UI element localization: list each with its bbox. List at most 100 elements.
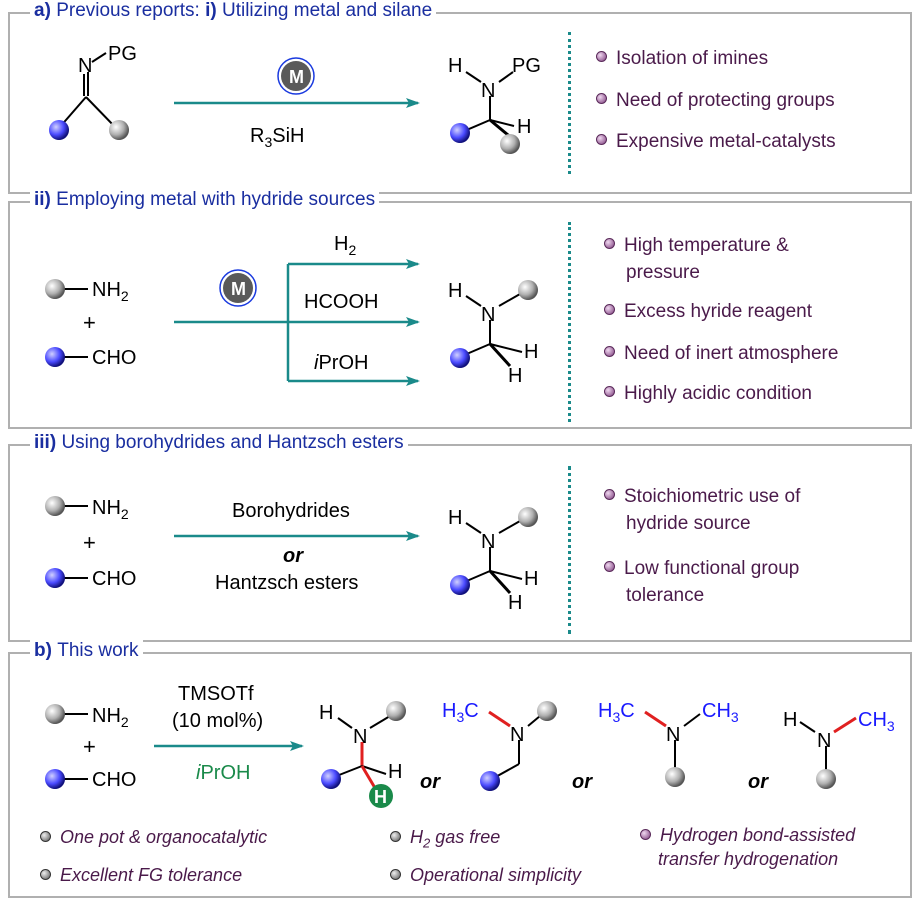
bullet-dot-icon (604, 561, 615, 573)
bullet-dot-icon (390, 830, 401, 842)
bullet-iii-2: Low functional group (604, 556, 799, 582)
svg-text:H: H (524, 341, 538, 363)
panel-iii-title: iii) Using borohydrides and Hantzsch est… (30, 432, 408, 454)
catalyst-loading: (10 mol%) (172, 710, 263, 732)
bullet-ii-3: Need of inert atmosphere (604, 341, 838, 367)
bullet-dot-icon (604, 238, 615, 250)
reagent-hantzsch: Hantzsch esters (215, 572, 358, 594)
svg-text:N: N (666, 724, 680, 746)
separator-a (568, 32, 571, 174)
bullet-iii-1: Stoichiometric use of (604, 484, 800, 510)
bullet-iii-2b: tolerance (626, 585, 705, 606)
svg-text:NH2: NH2 (92, 705, 129, 730)
panel-b-product-1: H H N H (319, 701, 406, 808)
svg-text:H: H (508, 365, 522, 387)
bullet-dot-icon (604, 304, 615, 316)
panel-a (8, 12, 912, 194)
bullet-iii-1b: hydride source (626, 513, 751, 534)
bullet-b-1: One pot & organocatalytic (40, 824, 267, 850)
svg-text:+: + (83, 734, 96, 759)
bullet-b-5: Operational simplicity (390, 862, 581, 888)
or-2: or (572, 771, 593, 793)
panel-b-reactants: NH2 + CHO (45, 704, 136, 791)
solvent-iproh: iPrOH (196, 762, 250, 784)
label-pg: PG (108, 43, 137, 65)
panel-b-product-2: H3C N (442, 700, 557, 791)
svg-text:H: H (388, 761, 402, 783)
svg-text:H: H (448, 55, 462, 77)
svg-text:N: N (817, 730, 831, 752)
svg-text:H: H (524, 568, 538, 590)
catalyst-tmsotf: TMSOTf (178, 683, 254, 705)
bullet-dot-icon (604, 346, 615, 358)
svg-text:H: H (448, 280, 462, 302)
reagent-silane: R3SiH (250, 125, 304, 150)
bullet-dot-icon (640, 828, 651, 840)
source-hcooh: HCOOH (304, 291, 378, 313)
svg-text:N: N (481, 531, 495, 553)
panel-b-title: b) This work (30, 640, 143, 662)
bullet-dot-icon (390, 868, 401, 880)
source-iproh: iPrOH (314, 352, 368, 374)
bullet-b-4: Excellent FG tolerance (40, 862, 242, 888)
svg-text:H: H (448, 507, 462, 529)
panel-iii (8, 444, 912, 642)
atom-n: N (78, 55, 92, 77)
panel-ii-product: H N H H (448, 280, 538, 387)
panel-ii (8, 201, 912, 429)
svg-text:H: H (319, 702, 333, 724)
or-3: or (748, 771, 769, 793)
svg-text:CHO: CHO (92, 347, 136, 369)
bullet-b-2: H2 gas free (390, 824, 500, 857)
bullet-ii-2: Excess hyride reagent (604, 299, 812, 325)
svg-text:+: + (83, 530, 96, 555)
bullet-dot-icon (40, 830, 51, 842)
or-1: or (420, 771, 441, 793)
bullet-b-3: Hydrogen bond-assisted (640, 822, 855, 848)
svg-text:N: N (510, 724, 524, 746)
panel-b-product-3: H3C CH3 N (598, 700, 739, 787)
bullet-dot-icon (596, 51, 607, 63)
reagent-borohydrides: Borohydrides (232, 500, 350, 522)
svg-text:N: N (481, 80, 495, 102)
svg-text:PG: PG (512, 55, 541, 77)
svg-text:N: N (353, 726, 367, 748)
svg-text:NH2: NH2 (92, 497, 129, 522)
bullet-a-2: Need of protecting groups (596, 88, 835, 114)
bullet-ii-4: Highly acidic condition (604, 381, 812, 407)
panel-iii-reactants: NH2 + CHO (45, 496, 136, 590)
svg-text:H: H (783, 709, 797, 731)
catalyst-m-a: M (277, 57, 315, 95)
separator-iii (568, 466, 571, 634)
label-nh2: NH2 (92, 279, 129, 304)
svg-text:H: H (374, 787, 387, 807)
svg-text:M: M (231, 279, 246, 299)
reagent-or: or (283, 545, 304, 567)
panel-ii-reactants: NH2 + CHO (45, 279, 136, 369)
svg-text:CH3: CH3 (702, 700, 739, 725)
panel-ii-arrows (174, 259, 420, 386)
panel-a-product: H N PG H (448, 55, 541, 154)
bullet-dot-icon (596, 134, 607, 146)
bullet-dot-icon (604, 489, 615, 501)
svg-text:H3C: H3C (598, 700, 635, 725)
panel-a-reactant: N PG (49, 43, 137, 140)
bullet-ii-1b: pressure (626, 262, 700, 283)
svg-text:M: M (289, 67, 304, 87)
svg-text:CHO: CHO (92, 769, 136, 791)
panel-b-product-4: H CH3 N (783, 709, 895, 789)
svg-text:N: N (481, 304, 495, 326)
bullet-dot-icon (40, 868, 51, 880)
panel-ii-title: ii) Employing metal with hydride sources (30, 189, 380, 211)
catalyst-m-ii: M (219, 269, 257, 307)
bullet-dot-icon (596, 93, 607, 105)
bullet-a-1: Isolation of imines (596, 46, 768, 72)
separator-ii (568, 222, 571, 422)
svg-text:H: H (508, 592, 522, 614)
bullet-b-3b: transfer hydrogenation (658, 849, 839, 869)
bullet-ii-1: High temperature & (604, 233, 789, 259)
panel-b (8, 652, 912, 898)
bullet-dot-icon (604, 386, 615, 398)
svg-text:CH3: CH3 (858, 709, 895, 734)
